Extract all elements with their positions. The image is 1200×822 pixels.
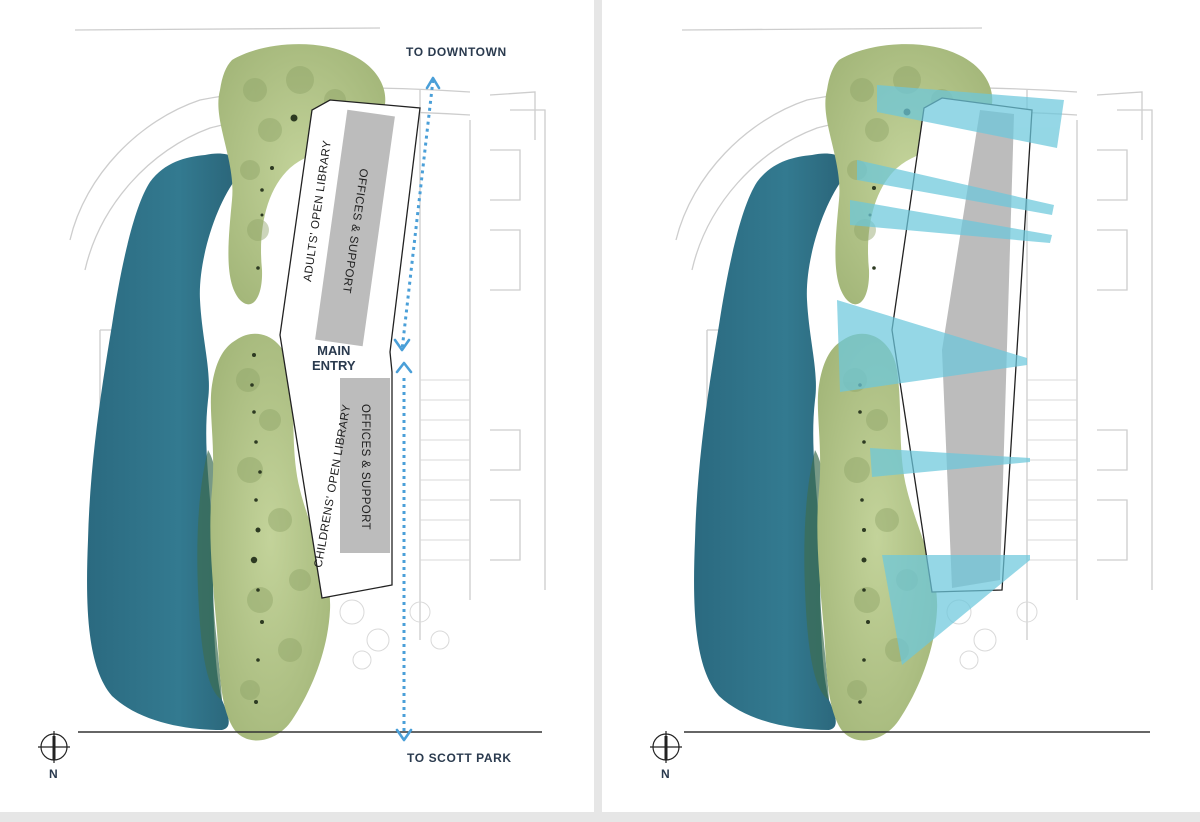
view-cones: [837, 85, 1064, 665]
view-cone-6: [882, 555, 1030, 665]
tree-texture: [236, 66, 346, 700]
double-arrow-icon: [393, 76, 441, 742]
offices-block-upper: [315, 109, 395, 347]
view-cone-1: [877, 85, 1064, 148]
circulation-path: [400, 79, 435, 735]
view-diagram-drawing: [650, 27, 1153, 763]
offices-block-lower: [340, 378, 390, 553]
parking-stripes: [1027, 379, 1077, 561]
view-cone-3: [850, 200, 1052, 243]
view-cone-4: [837, 300, 1027, 392]
site-plan-drawing: [38, 27, 546, 763]
tree-trunks: [250, 114, 298, 704]
north-arrow-icon: [650, 731, 682, 763]
north-arrow-icon: [38, 731, 70, 763]
site-plan-views: N: [602, 0, 1200, 812]
view-cone-2: [857, 160, 1054, 215]
view-cone-5: [870, 448, 1030, 477]
site-plan-circulation: TO DOWNTOWN TO SCOTT PARK MAIN ENTRY ADU…: [0, 0, 594, 812]
parking-stripes: [420, 379, 470, 561]
shrub-circles: [339, 599, 450, 670]
